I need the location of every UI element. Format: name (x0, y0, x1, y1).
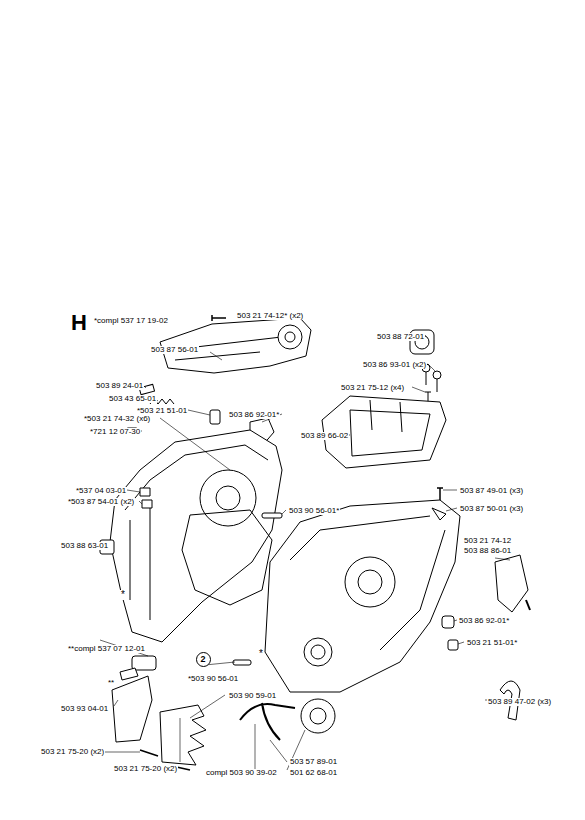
part-number: 503 21 51-01* (466, 639, 518, 647)
part-number: 503 21 74-12* (x2) (236, 312, 304, 320)
section-letter: H (70, 312, 88, 334)
part-number: 503 21 75-12 (x4) (340, 384, 405, 392)
part-number: 503 86 93-01 (x2) (362, 361, 427, 369)
plate (112, 676, 152, 742)
part-number: 503 87 49-01 (x3) (459, 487, 524, 495)
part-number: 503 87 56-01 (150, 346, 199, 354)
part-number: 503 89 66-02 (300, 432, 349, 440)
crankcase-left (110, 430, 282, 642)
part-number: * (258, 649, 264, 659)
part-number: * (120, 590, 126, 600)
crankcase-right (265, 500, 460, 692)
part-number: 503 93 04-01 (60, 705, 109, 713)
part-number: 503 88 86-01 (463, 547, 512, 555)
switch (132, 656, 156, 670)
side-plate (495, 555, 528, 612)
callout-circle: 2 (196, 652, 211, 667)
part-number: 503 89 47-02 (x3) (487, 698, 552, 706)
part-number: *503 90 56-01 (187, 675, 239, 683)
callout-number: 2 (200, 655, 205, 664)
part-number: 503 88 63-01 (60, 542, 109, 550)
part-number: 501 62 68-01 (289, 769, 338, 777)
part-number: 503 21 75-20 (x2) (113, 765, 178, 773)
part-number: *721 12 07-30 (89, 428, 141, 436)
part-number: 503 21 75-20 (x2) (40, 748, 105, 756)
part-number: *503 87 54-01 (x2) (67, 498, 135, 506)
spiked-bumper (160, 705, 206, 765)
part-number: 503 90 59-01 (228, 692, 277, 700)
part-number: 503 21 74-12 (463, 537, 512, 545)
part-number: ** (107, 679, 115, 687)
part-number: 503 57 89-01 (289, 758, 338, 766)
part-number: *503 21 74-32 (x6) (83, 415, 151, 423)
part-number: 503 89 24-01 (95, 382, 144, 390)
part-number: 503 88 72-01 (376, 333, 425, 341)
part-number: 503 86 92-01* (228, 411, 280, 419)
part-number: compl 503 90 39-02 (205, 769, 278, 777)
part-number: 503 90 56-01* (288, 507, 340, 515)
part-number: 503 87 50-01 (x3) (459, 505, 524, 513)
part-number: 503 43 65-01 (108, 395, 157, 403)
part-number: *537 04 03-01 (75, 487, 127, 495)
part-number: *compl 537 17 19-02 (93, 317, 169, 325)
part-number: **compl 537 07 12-01 (67, 645, 146, 653)
part-number: 503 86 92-01* (458, 617, 510, 625)
part-number: *503 21 51-01 (136, 407, 188, 415)
leader-lines (100, 336, 510, 770)
